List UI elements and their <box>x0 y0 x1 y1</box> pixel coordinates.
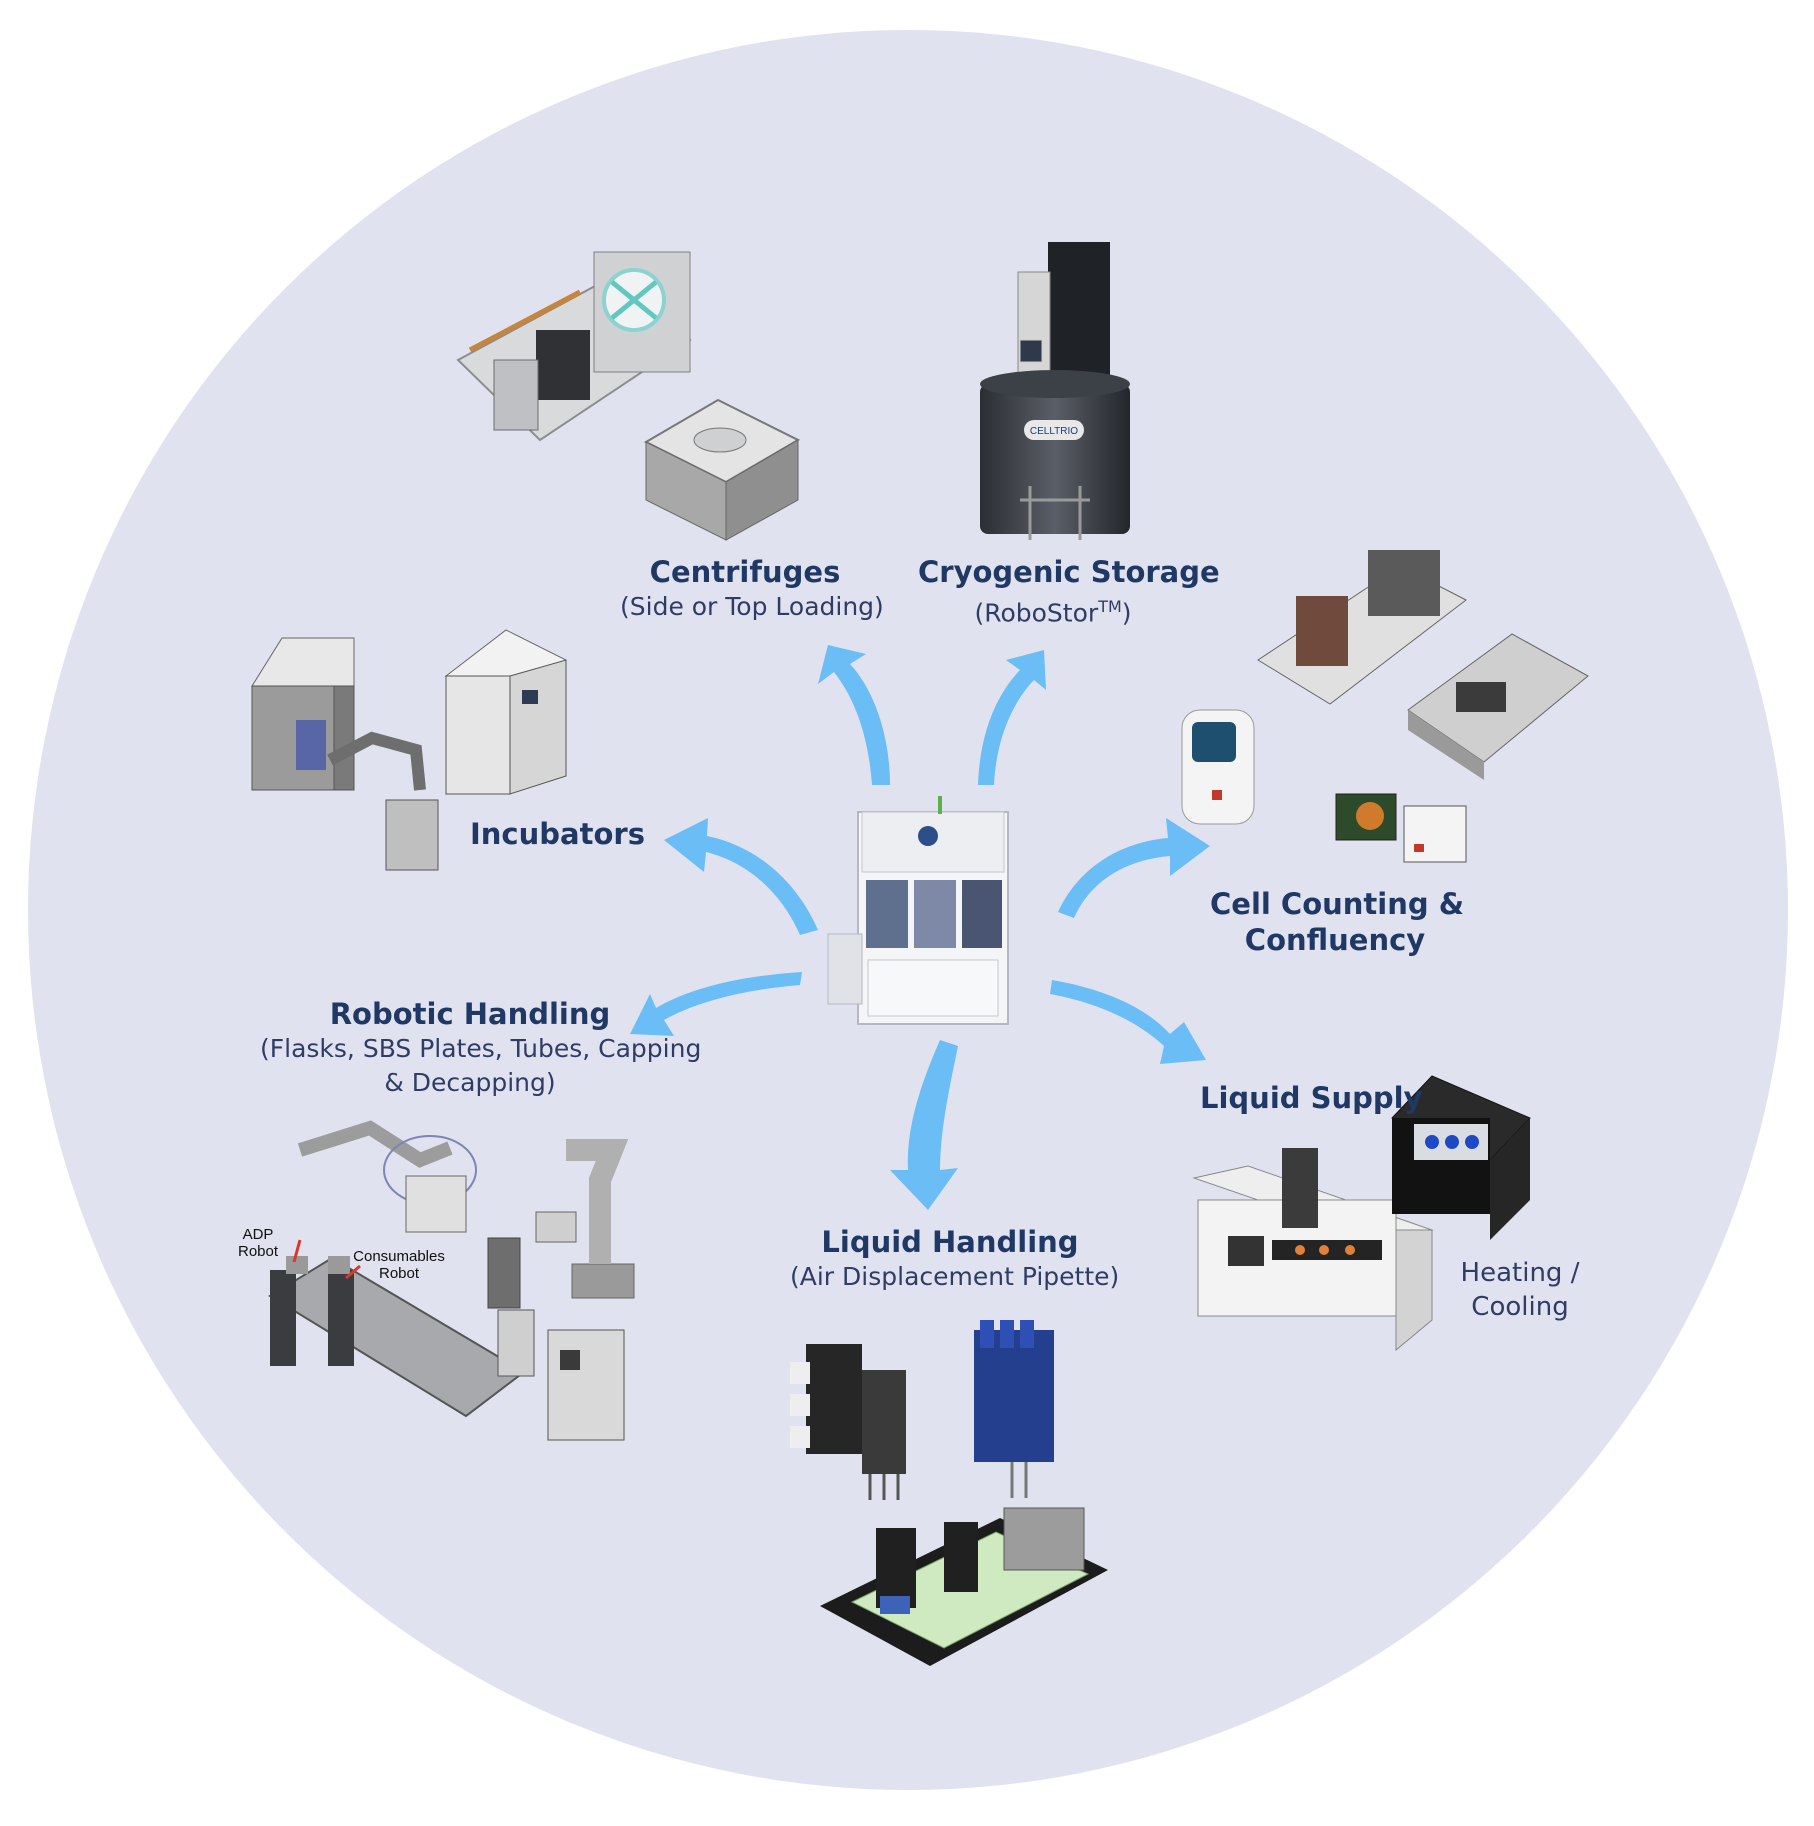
consumables-line2: Robot <box>378 1265 420 1282</box>
liquid-supply-title: Liquid Supply <box>1200 1081 1423 1115</box>
adp-line2: Robot <box>237 1243 279 1260</box>
incubator-with-arm <box>251 637 439 871</box>
plate-imager <box>1407 633 1589 780</box>
label-incubators: Incubators <box>470 816 645 852</box>
decapper-modules <box>487 1237 625 1441</box>
heating-cooling-block <box>1391 1075 1531 1240</box>
cell-counter-device <box>1181 709 1255 825</box>
robotic-title: Robotic Handling <box>329 997 611 1031</box>
cryogenic-sub-end: ) <box>1121 598 1132 628</box>
cell-counting-instrument-rack <box>1257 550 1467 705</box>
consumables-line1: Consumables <box>353 1248 445 1265</box>
trademark: TM <box>1098 597 1122 616</box>
pipette-head-blue <box>974 1320 1054 1498</box>
label-centrifuges: Centrifuges (Side or Top Loading) <box>620 554 884 624</box>
label-robotic: Robotic Handling (Flasks, SBS Plates, Tu… <box>260 996 702 1100</box>
arrow-robotic <box>630 972 802 1036</box>
heating-line1: Heating / <box>1460 1258 1580 1288</box>
cryogenic-subtitle: (RoboStorTM) <box>918 590 1188 630</box>
arrow-cell-counting <box>1058 818 1210 918</box>
callout-consumables-robot: Consumables Robot <box>344 1248 454 1282</box>
incubators-title: Incubators <box>470 817 645 851</box>
cryogenic-storage-unit <box>980 242 1130 540</box>
label-heating-cooling: Heating / Cooling <box>1440 1256 1600 1324</box>
callout-adp-robot: ADP Robot <box>228 1226 288 1260</box>
adp-line1: ADP <box>242 1226 274 1243</box>
cryogenic-title: Cryogenic Storage <box>918 555 1220 589</box>
pipette-head-black <box>790 1344 906 1500</box>
liquid-handling-deck <box>820 1507 1108 1666</box>
arrow-liquid-handling <box>890 1040 958 1210</box>
arrow-liquid-supply <box>1050 980 1206 1064</box>
centrifuge-side-loading <box>456 251 692 442</box>
robotic-arm-rotary <box>297 1120 477 1233</box>
centrifuges-title: Centrifuges <box>649 555 841 589</box>
gantry-robot <box>268 1239 526 1418</box>
microscope-station <box>1335 793 1467 863</box>
liquid-supply-unit <box>1192 1148 1434 1352</box>
cryogenic-sub-text: (RoboStor <box>974 598 1099 628</box>
central-workstation <box>827 796 1009 1025</box>
liquid-handling-subtitle: (Air Displacement Pipette) <box>790 1262 1120 1291</box>
cryo-logo-text: CELLTRIO <box>1030 426 1078 437</box>
label-cryogenic: Cryogenic Storage (RoboStorTM) <box>918 554 1220 630</box>
arrow-cryogenic <box>978 650 1046 785</box>
arrow-centrifuges <box>818 645 890 785</box>
arrow-incubators <box>664 818 818 935</box>
cell-counting-line1: Cell Counting & <box>1210 887 1465 921</box>
label-liquid-handling: Liquid Handling (Air Displacement Pipett… <box>790 1224 1120 1294</box>
centrifuge-top-loading <box>643 398 801 541</box>
label-liquid-supply: Liquid Supply <box>1200 1080 1423 1116</box>
robotic-sub1: (Flasks, SBS Plates, Tubes, Capping <box>260 1034 702 1063</box>
six-axis-robot-arm <box>535 1139 635 1299</box>
cell-counting-line2: Confluency <box>1244 923 1426 957</box>
incubator-standalone <box>444 629 567 795</box>
arrows <box>630 645 1210 1210</box>
centrifuges-subtitle: (Side or Top Loading) <box>620 592 884 621</box>
heating-line2: Cooling <box>1471 1292 1569 1322</box>
robotic-sub2: & Decapping) <box>384 1068 556 1097</box>
liquid-handling-title: Liquid Handling <box>821 1225 1079 1259</box>
label-cell-counting: Cell Counting & Confluency <box>1210 886 1465 958</box>
